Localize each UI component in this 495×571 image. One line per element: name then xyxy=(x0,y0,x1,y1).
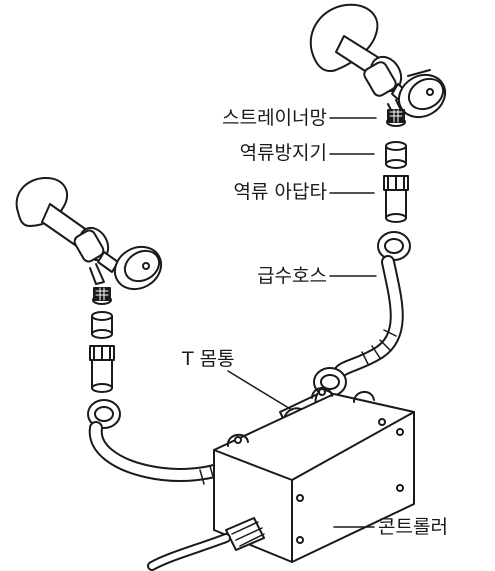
check-valve-label: 역류방지기 xyxy=(239,142,327,164)
adapter-label: 역류 아답타 xyxy=(233,181,327,203)
strainer-label: 스트레이너망 xyxy=(222,107,327,129)
right-check-valve-part xyxy=(385,141,407,169)
controller-label: 콘트롤러 xyxy=(378,516,448,538)
right-supply-hose xyxy=(313,231,411,397)
right-adapter-part xyxy=(383,175,409,223)
left-faucet-valve xyxy=(15,177,163,291)
left-adapter-part xyxy=(89,345,115,393)
supply-hose-label: 급수호스 xyxy=(257,265,327,287)
controller-box xyxy=(213,387,415,563)
left-strainer-part xyxy=(92,287,112,305)
left-check-valve-part xyxy=(91,311,113,339)
power-cable xyxy=(147,517,265,571)
t-body-label: T 몸통 xyxy=(182,348,235,370)
right-faucet-valve xyxy=(309,3,447,121)
right-strainer-part xyxy=(386,109,406,127)
leader-lines xyxy=(227,117,377,528)
